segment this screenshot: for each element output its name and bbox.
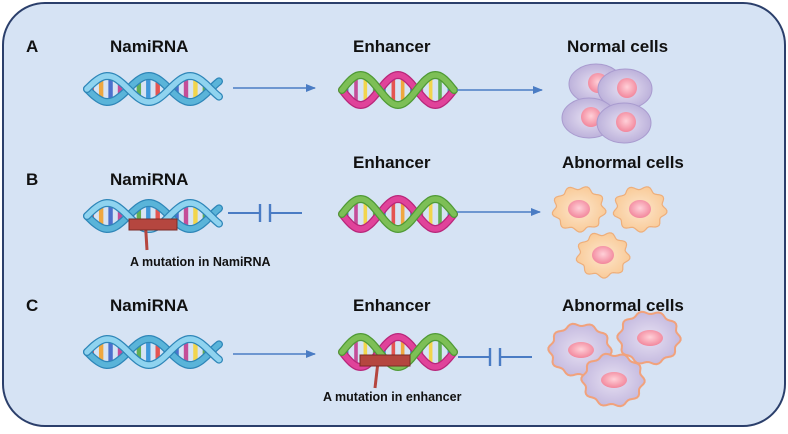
enhancer-helix-b (338, 194, 458, 234)
blocked-arrow-b (228, 204, 302, 222)
mutation-bar-enhancer (359, 354, 411, 389)
abnormal-cell-b-1 (551, 186, 607, 233)
namirna-label-b: NamiRNA (110, 170, 189, 189)
blocked-arrow-c (458, 348, 532, 366)
row-letter-a: A (26, 37, 39, 56)
cells-label-c: Abnormal cells (562, 296, 684, 315)
cells-label-a: Normal cells (567, 37, 669, 56)
mutation-bar-namirna (128, 218, 178, 251)
enhancer-helix-c (338, 332, 458, 372)
namirna-helix-a (83, 71, 223, 107)
row-letter-c: C (26, 296, 39, 315)
enhancer-label-b: Enhancer (353, 153, 431, 172)
cells-label-b: Abnormal cells (562, 153, 684, 172)
enhancer-helix-a (338, 70, 458, 110)
normal-cell-2 (597, 68, 653, 110)
namirna-helix-c (83, 334, 223, 370)
namirna-label-a: NamiRNA (110, 37, 189, 56)
normal-cell-4 (596, 102, 652, 144)
enhancer-label-a: Enhancer (353, 37, 431, 56)
row-letter-b: B (26, 170, 39, 189)
abnormal-cell-b-3 (575, 232, 631, 279)
abnormal-cell-b-2 (612, 186, 668, 233)
namirna-label-c: NamiRNA (110, 296, 189, 315)
abnormal-cell-c-3 (580, 352, 646, 408)
enhancer-mutation-note: A mutation in enhancer (323, 390, 462, 404)
enhancer-label-c: Enhancer (353, 296, 431, 315)
abnormal-cell-c-2 (616, 310, 682, 366)
mirna-mutation-note: A mutation in NamiRNA (130, 255, 271, 269)
